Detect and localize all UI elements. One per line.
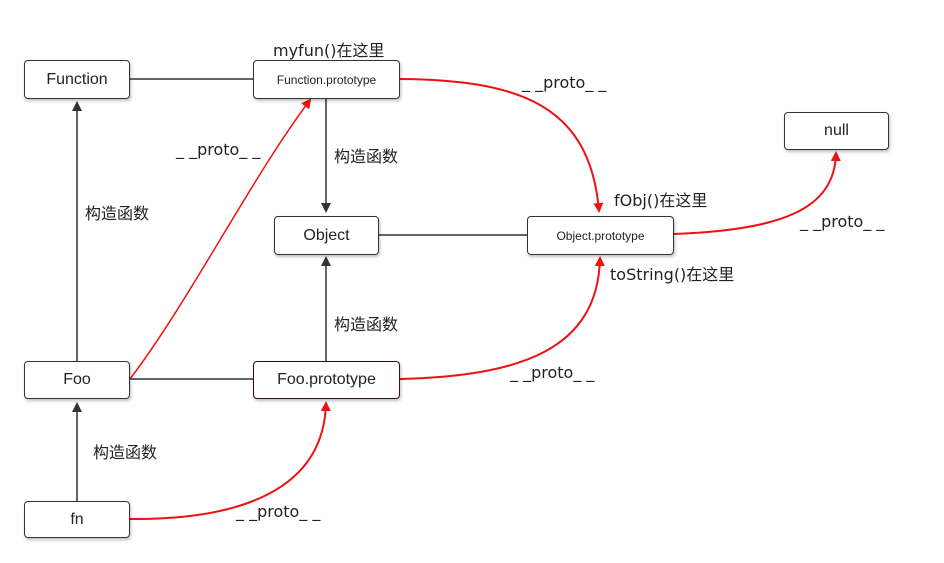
label-constructor-fn: 构造函数 [93,443,158,462]
proto-arrow-function-prototype-to-object-prototype [399,78,604,213]
node-function-prototype[interactable]: Function.prototype [253,60,400,99]
node-fn[interactable]: fn [24,501,130,538]
proto-arrow-foo-to-function-prototype [129,98,312,380]
node-foo-prototype[interactable]: Foo.prototype [253,361,400,399]
label-constructor-function-prototype: 构造函数 [334,147,399,166]
label-proto-fn: _ _proto_ _ [236,502,321,521]
proto-arrow-fn-to-foo-prototype [129,401,331,521]
proto-arrow-object-prototype-to-null [673,151,841,235]
node-object[interactable]: Object [274,216,379,255]
label-constructor-foo-prototype: 构造函数 [334,315,399,334]
label-myfun-here: myfun()在这里 [273,41,385,60]
label-proto-foo: _ _proto_ _ [176,140,261,159]
node-function[interactable]: Function [24,60,130,99]
node-null[interactable]: null [784,112,889,150]
node-foo[interactable]: Foo [24,361,130,399]
label-proto-function-prototype: _ _proto_ _ [522,73,607,92]
label-fobj-here: fObj()在这里 [614,191,708,210]
proto-arrow-foo-prototype-to-object-prototype [399,256,605,380]
label-proto-object-prototype: _ _proto_ _ [800,212,885,231]
label-proto-foo-prototype: _ _proto_ _ [510,363,595,382]
node-object-prototype[interactable]: Object.prototype [527,216,674,255]
label-tostring-here: toString()在这里 [610,265,735,284]
label-constructor-foo: 构造函数 [85,204,150,223]
